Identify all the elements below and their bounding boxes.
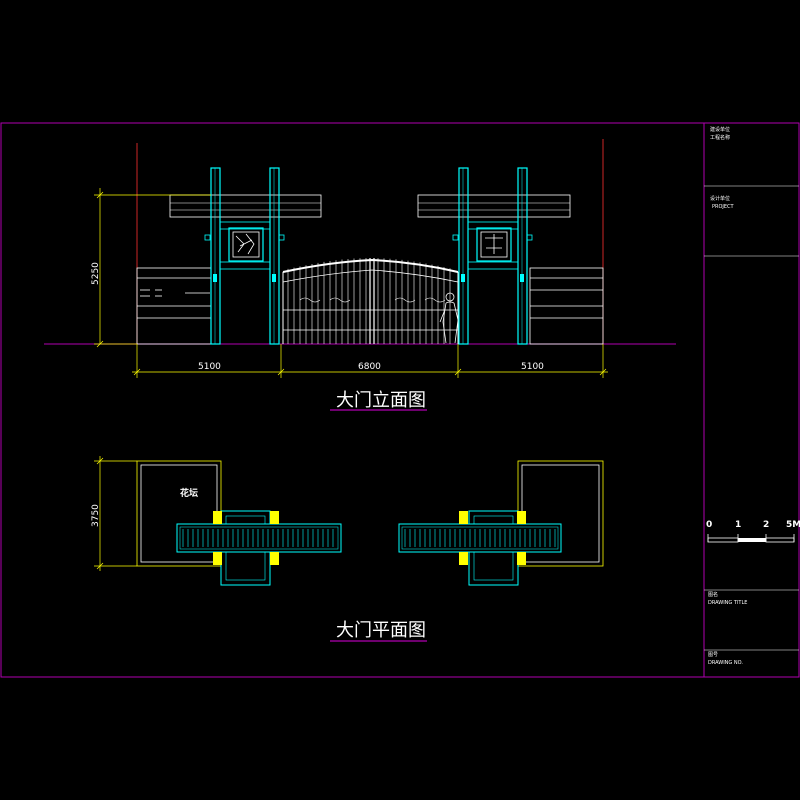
tb-drawing-no-line2: DRAWING NO.	[708, 660, 743, 666]
right-pier	[417, 167, 571, 345]
plan-depth-dim-text: 3750	[91, 504, 101, 527]
plan-title: 大门平面图	[336, 620, 426, 641]
width-dim-center: 6800	[358, 362, 381, 372]
human-figure	[439, 292, 459, 344]
flower-bed-label: 花坛	[180, 487, 198, 499]
tb-project-line2: 工程名称	[710, 134, 730, 141]
scale-label-0: 0	[706, 520, 712, 530]
width-dimensions	[132, 344, 608, 378]
left-pier	[169, 167, 322, 345]
drawing-frame	[0, 122, 800, 678]
scale-bar: 0 1 2 5M	[706, 520, 800, 543]
scale-label-5m: 5M	[786, 520, 800, 530]
height-dim-text: 5250	[91, 262, 101, 285]
right-pier-plan	[398, 510, 562, 586]
left-pier-plan	[176, 510, 342, 586]
scale-label-1: 1	[735, 520, 741, 530]
tb-drawing-name-line1: 图名	[708, 591, 718, 598]
width-dim-left: 5100	[198, 362, 221, 372]
tb-drawing-no-line1: 图号	[708, 652, 718, 658]
elevation-title: 大门立面图	[336, 390, 426, 411]
title-block	[704, 185, 799, 651]
right-wall	[529, 267, 604, 345]
tb-design-line1: 设计单位	[710, 195, 730, 202]
left-wall	[136, 267, 212, 345]
height-dimension	[94, 188, 211, 348]
elevation-view: 5250 5100 6800 5100 大门立面图	[44, 139, 676, 411]
tb-design-line2: PROJECT	[712, 204, 735, 210]
tb-drawing-name-line2: DRAWING TITLE	[708, 600, 747, 606]
width-dim-right: 5100	[521, 362, 544, 372]
plan-depth-dimension	[94, 456, 137, 571]
tb-project-line1: 建设单位	[710, 126, 730, 133]
iron-gate	[282, 258, 459, 344]
plan-view: 花坛	[91, 456, 604, 642]
scale-label-2: 2	[763, 520, 769, 530]
